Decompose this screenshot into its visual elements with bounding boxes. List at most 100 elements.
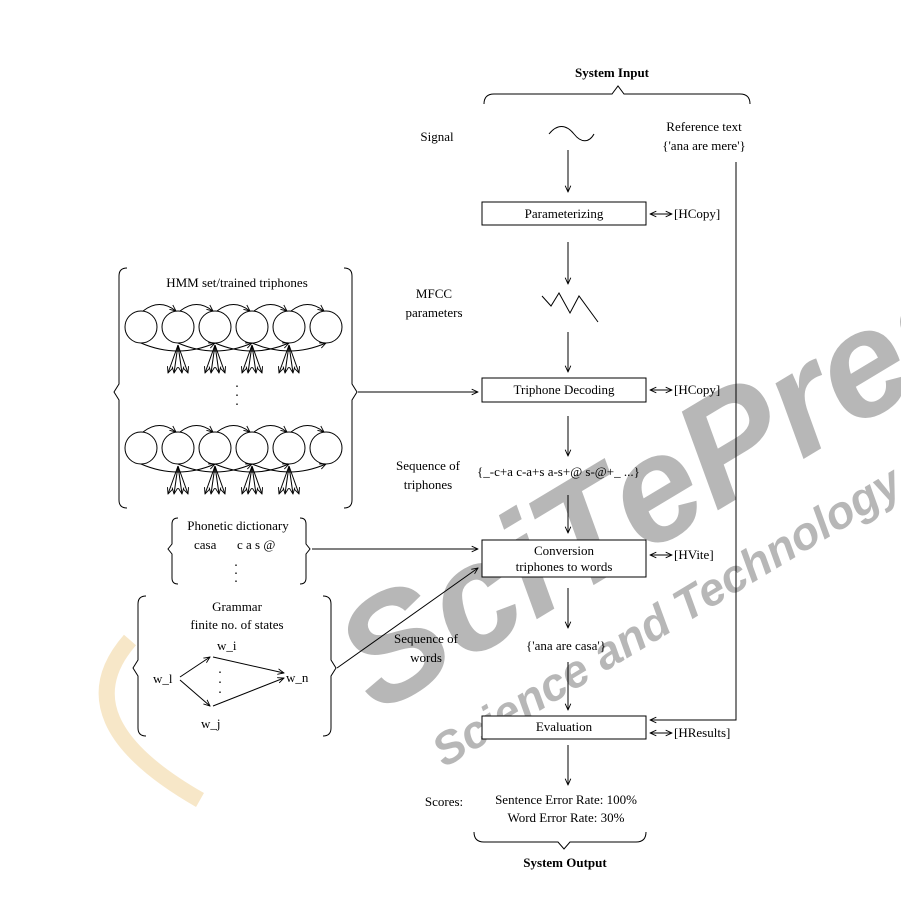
hmm-output-arrow [177,465,188,494]
grammar-state-w-j: w_j [201,716,221,731]
hmm-output-arrow [279,344,290,373]
hmm-state [309,431,343,465]
hmm-output-arrow [248,344,253,373]
hmm-output-arrow [288,344,293,373]
hmm-state [198,431,232,465]
hmm-transition-arc [253,425,287,433]
hmm-output-arrow [288,344,299,373]
hmm-ellipsis-2: . [235,385,239,400]
grammar-left-brace [132,595,147,737]
reference-text-line1: Reference text [666,119,742,134]
conversion-label-2: triphones to words [516,559,613,574]
hmm-output-arrow [214,344,219,373]
evaluation-box [481,715,647,740]
mfcc-label-2: parameters [405,305,462,320]
hcopy-label-2: [HCopy] [674,382,720,397]
grammar-arrow-wl-to-wj [179,679,210,706]
hmm-skip-arc [177,464,252,473]
hmm-transition-arc [216,304,250,312]
hmm-output-arrow [177,344,188,373]
dictionary-entry-phones: c a s @ [237,537,275,552]
hmm-output-arrow [285,465,290,494]
hmm-skip-arc [214,464,289,473]
hmm-output-arrow [214,465,225,494]
arrow-grammar-to-conversion [336,568,478,669]
hmm-transition-arc [179,304,213,312]
hmm-state [198,310,232,344]
hmm-transition-arc [216,425,250,433]
hmm-output-arrow [248,465,253,494]
dictionary-ellipsis-1: . [234,555,238,570]
hmm-output-arrow [251,465,262,494]
hmm-output-arrow [214,465,219,494]
hmm-transition-arc [290,425,324,433]
hmm-chain-bottom [124,425,343,495]
system-output-label: System Output [523,855,607,870]
word-error-rate: Word Error Rate: 30% [508,810,625,825]
grammar-arrow-wl-to-wi [179,657,210,678]
triphone-decoding-label: Triphone Decoding [514,382,615,397]
dictionary-left-brace [167,517,179,585]
seq-words-label-1: Sequence of [394,631,459,646]
system-input-label: System Input [575,65,650,80]
hmm-title: HMM set/trained triphones [166,275,308,290]
hmm-transition-arc [142,425,176,433]
hmm-output-arrow [168,344,179,373]
hmm-output-arrow [168,465,179,494]
mfcc-label-1: MFCC [416,286,452,301]
dictionary-entry-word: casa [194,537,217,552]
hmm-transition-arc [253,304,287,312]
hmm-state [124,310,158,344]
watermark-swoosh [98,634,204,807]
grammar-state-w-i: w_i [217,638,237,653]
hmm-output-arrow [205,465,216,494]
hmm-state [124,431,158,465]
seq-words-label-2: words [410,650,442,665]
dictionary-right-brace [299,517,311,585]
dictionary-ellipsis-3: . [234,571,238,586]
hmm-skip-arc [214,343,289,352]
hmm-ellipsis-1: . [235,376,239,391]
reference-to-evaluation-arrow [650,162,737,720]
triphone-sequence: {_-c+a c-a+s a-s+@ s-@+_ ...} [477,464,640,479]
hmm-output-arrow [288,465,299,494]
evaluation-label: Evaluation [536,719,593,734]
hmm-output-arrow [279,465,290,494]
dictionary-ellipsis-2: . [234,563,238,578]
hmm-set-block: HMM set/trained triphones . . . [113,267,358,509]
grammar-state-w-n: w_n [286,670,309,685]
grammar-title-2: finite no. of states [190,617,283,632]
hmm-output-arrow [288,465,293,494]
words-result: {'ana are casa'} [526,638,606,653]
hmm-skip-arc [140,343,215,352]
hmm-output-arrow [251,465,256,494]
signal-label: Signal [420,129,454,144]
grammar-right-brace [322,595,337,737]
triphone-decoding-box [481,377,647,403]
parameterizing-label: Parameterizing [525,206,604,221]
parameterizing-box [481,201,647,226]
hmm-right-brace [343,267,358,509]
hmm-transition-arc [142,304,176,312]
signal-wave-icon [548,126,595,142]
system-output-brace [473,831,647,850]
conversion-label-1: Conversion [534,543,594,558]
hmm-output-arrow [251,344,256,373]
dictionary-title: Phonetic dictionary [187,518,289,533]
hmm-state [161,310,195,344]
seq-triphones-label-2: triphones [404,477,452,492]
hmm-output-arrow [242,344,253,373]
hmm-state [161,431,195,465]
hmm-output-arrow [177,344,182,373]
hmm-output-arrow [211,344,216,373]
hmm-skip-arc [251,464,326,473]
hmm-state [272,431,306,465]
hcopy-label-1: [HCopy] [674,206,720,221]
grammar-title-1: Grammar [212,599,262,614]
hmm-transition-arc [179,425,213,433]
hmm-state [309,310,343,344]
hresults-label: [HResults] [674,725,730,740]
sentence-error-rate: Sentence Error Rate: 100% [495,792,637,807]
reference-text-line2: {'ana are mere'} [662,138,746,153]
